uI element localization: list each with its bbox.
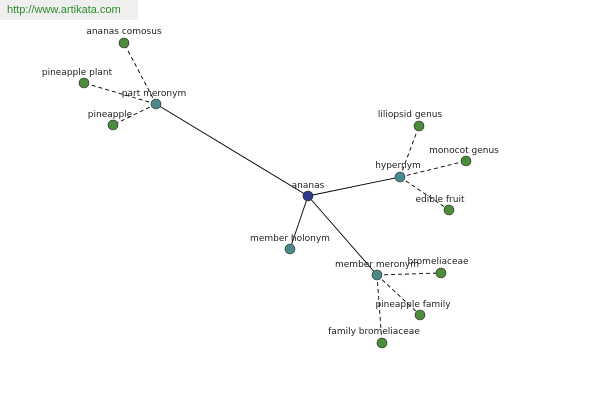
node-label-edible-fruit: edible fruit: [416, 195, 465, 205]
node-label-bromeliaceae: bromeliaceae: [407, 257, 469, 267]
edge-ananas-to-member-meronym: [307, 195, 378, 276]
node-label-member-meronym: member meronym: [335, 260, 419, 270]
watermark-url: http://www.artikata.com: [0, 0, 138, 20]
node-bromeliaceae[interactable]: [435, 267, 447, 279]
node-member-meronym[interactable]: [371, 269, 383, 281]
node-ananas-comosus[interactable]: [118, 37, 130, 49]
node-pineapple-family[interactable]: [414, 309, 426, 321]
node-label-ananas-comosus: ananas comosus: [86, 27, 162, 37]
edge-member-meronym-to-family-bromeliaceae: [376, 274, 383, 344]
edge-hypernym-to-edible-fruit: [399, 176, 450, 211]
node-label-pineapple-plant: pineapple plant: [42, 68, 113, 78]
node-label-part-meronym: part meronym: [122, 89, 186, 99]
node-edible-fruit[interactable]: [443, 204, 455, 216]
edge-part-meronym-to-ananas-comosus: [123, 42, 157, 105]
node-label-monocot-genus: monocot genus: [429, 146, 499, 156]
node-label-ananas: ananas: [292, 181, 325, 191]
edge-ananas-to-member-holonym: [289, 195, 309, 250]
edge-hypernym-to-liliopsid-genus: [399, 125, 420, 178]
node-hypernym[interactable]: [394, 171, 406, 183]
node-ananas[interactable]: [302, 190, 314, 202]
node-label-pineapple: pineapple: [88, 110, 133, 120]
edge-member-meronym-to-pineapple-family: [376, 274, 421, 316]
node-pineapple[interactable]: [107, 119, 119, 131]
edge-ananas-to-hypernym: [307, 176, 401, 197]
edge-member-meronym-to-bromeliaceae: [376, 272, 442, 276]
node-member-holonym[interactable]: [284, 243, 296, 255]
edge-part-meronym-to-pineapple: [112, 103, 157, 126]
edges-layer: [83, 42, 467, 344]
edge-hypernym-to-monocot-genus: [399, 160, 467, 178]
node-monocot-genus[interactable]: [460, 155, 472, 167]
node-part-meronym[interactable]: [150, 98, 162, 110]
node-label-liliopsid-genus: liliopsid genus: [378, 110, 443, 120]
nodes-layer: [78, 37, 472, 349]
node-label-family-bromeliaceae: family bromeliaceae: [328, 327, 420, 337]
node-label-hypernym: hypernym: [375, 161, 421, 171]
node-family-bromeliaceae[interactable]: [376, 337, 388, 349]
node-label-member-holonym: member holonym: [250, 234, 330, 244]
node-pineapple-plant[interactable]: [78, 77, 90, 89]
labels-layer: ananas part meronym hypernym member holonym…: [42, 27, 499, 337]
node-label-pineapple-family: pineapple family: [375, 300, 451, 310]
edge-ananas-to-part-meronym: [155, 103, 309, 197]
node-liliopsid-genus[interactable]: [413, 120, 425, 132]
edge-part-meronym-to-pineapple-plant: [83, 82, 157, 105]
